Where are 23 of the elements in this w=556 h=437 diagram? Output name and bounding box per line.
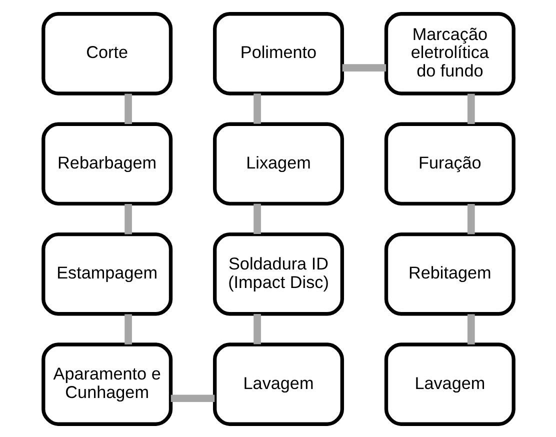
node-box: Furação — [384, 122, 515, 206]
connector — [124, 204, 132, 234]
node-box: Lavagem — [384, 342, 515, 426]
connector — [253, 203, 260, 234]
connector — [253, 313, 260, 344]
connector — [466, 314, 474, 344]
node-box: Rebarbagem — [41, 122, 172, 206]
connector — [466, 204, 474, 234]
connector — [253, 93, 260, 124]
node-box: Estampagem — [41, 232, 172, 316]
connector — [124, 93, 132, 124]
node-box: Rebitagem — [384, 232, 515, 316]
connector — [342, 64, 386, 71]
node-box: Aparamento e Cunhagem — [41, 342, 172, 426]
connector — [466, 93, 474, 124]
node-box: Lixagem — [212, 122, 344, 206]
node-box: Polimento — [212, 12, 344, 95]
node-box: Soldadura ID (Impact Disc) — [212, 232, 344, 316]
connector — [170, 394, 214, 402]
node-box: Corte — [41, 12, 172, 95]
node-box: Lavagem — [212, 342, 344, 426]
connector — [124, 314, 132, 344]
node-box: Marcação eletrolítica do fundo — [384, 12, 515, 95]
